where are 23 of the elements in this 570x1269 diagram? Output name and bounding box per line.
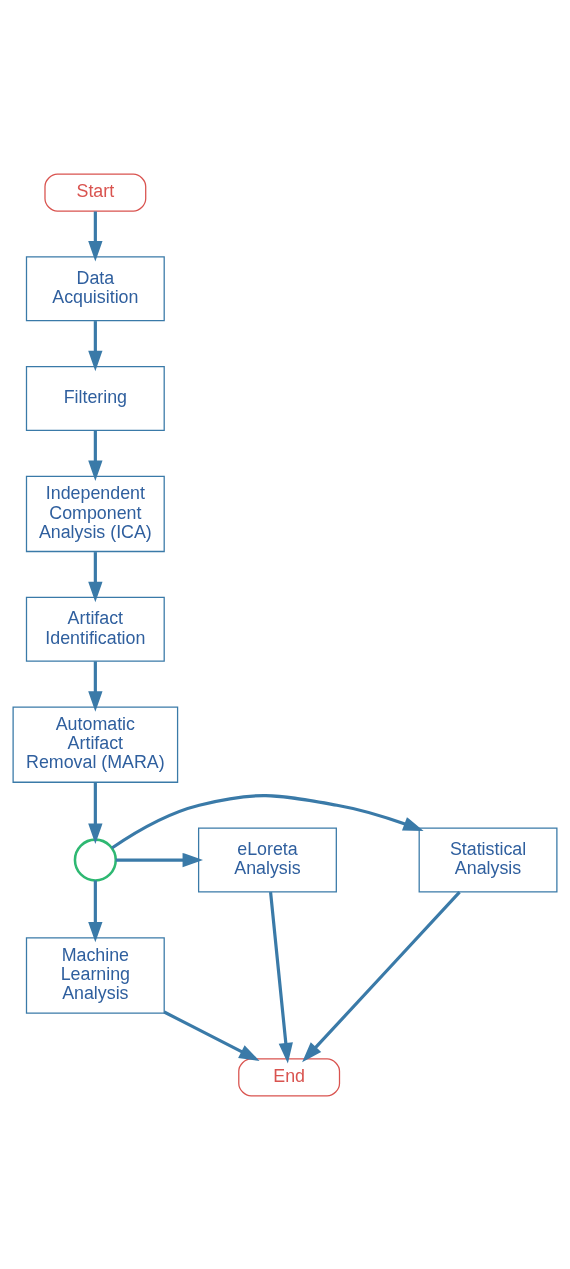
arrow — [88, 879, 103, 942]
arrow — [88, 430, 103, 481]
node-box: Statistical Analysis — [418, 827, 558, 893]
arrow — [88, 320, 103, 371]
arrow — [88, 211, 103, 262]
node-box: Filtering — [25, 365, 165, 431]
node-box: Artifact Identification — [25, 596, 165, 662]
arrow — [269, 891, 293, 1063]
arrow — [115, 852, 203, 867]
node-box: Automatic Artifact Removal (MARA) — [12, 705, 179, 783]
arrow — [163, 1010, 260, 1061]
node-box: eLoreta Analysis — [198, 827, 337, 893]
node-box: Machine Learning Analysis — [25, 936, 165, 1014]
node-box: Data Acquisition — [25, 255, 165, 321]
arrow — [302, 890, 461, 1062]
node-box: End — [238, 1057, 341, 1097]
arrow — [111, 793, 424, 849]
arrow — [88, 782, 103, 844]
node-box: Start — [44, 172, 147, 212]
arrow — [88, 551, 103, 602]
node-box: Independent Component Analysis (ICA) — [25, 475, 165, 552]
node-circle — [73, 837, 118, 882]
arrow — [88, 660, 103, 712]
